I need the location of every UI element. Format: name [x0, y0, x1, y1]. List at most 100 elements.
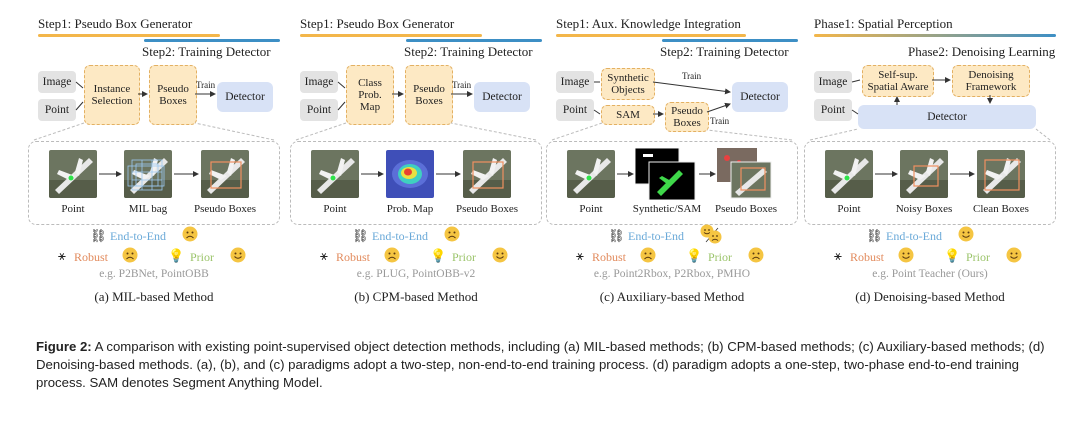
example-methods: e.g. PLUG, PointOBB-v2 — [356, 268, 476, 280]
robust-label: Robust — [592, 250, 627, 264]
input-image: Image — [814, 71, 852, 93]
detector-box: Detector — [858, 105, 1036, 129]
sad-face-icon — [640, 247, 656, 267]
example-methods: e.g. P2BNet, PointOBB — [99, 268, 209, 280]
train-label: Train — [452, 80, 472, 90]
step2-label: Step2: Training Detector — [142, 44, 271, 59]
thumb-pseudo-boxes — [717, 148, 773, 200]
caption-point: Point — [579, 203, 603, 215]
step2-bar — [662, 39, 798, 42]
mixed-face-icon — [700, 224, 722, 248]
step2-label: Step2: Training Detector — [404, 44, 533, 59]
thumb-noisy-boxes — [900, 150, 948, 198]
step1-bar — [38, 34, 220, 37]
sad-face-icon — [444, 226, 460, 246]
thumb-point — [567, 150, 615, 198]
caption-noisy-boxes: Noisy Boxes — [895, 203, 953, 215]
pseudo-boxes-box: Pseudo Boxes — [149, 65, 197, 125]
panel-title: (b) CPM-based Method — [354, 289, 478, 304]
end-to-end-label: End-to-End — [372, 229, 428, 243]
input-image: Image — [38, 71, 76, 93]
train-label: Train — [196, 80, 216, 90]
phase1-bar — [814, 34, 1056, 37]
thumb-prob-map — [386, 150, 434, 198]
caption-pseudo-boxes: Pseudo Boxes — [714, 203, 778, 215]
link-icon: ⛓ — [352, 228, 369, 243]
link-icon: ⛓ — [608, 228, 625, 243]
happy-face-icon — [230, 247, 246, 267]
happy-face-icon — [1006, 247, 1022, 267]
caption-pseudo-boxes: Pseudo Boxes — [455, 203, 519, 215]
flow-arrows — [33, 81, 275, 141]
thumb-pseudo-boxes — [201, 150, 249, 198]
phase1-label: Phase1: Spatial Perception — [814, 16, 953, 31]
end-to-end-label: End-to-End — [110, 229, 166, 243]
thumb-clean-boxes — [977, 150, 1025, 198]
step2-bar — [144, 39, 280, 42]
flow-arrows — [295, 81, 537, 141]
figure-caption: Figure 2: A comparison with existing poi… — [36, 338, 1046, 392]
pseudo-boxes-box: Pseudo Boxes — [405, 65, 453, 125]
robust-label: Robust — [336, 250, 371, 264]
train-label-2: Train — [710, 116, 730, 126]
bulb-icon: 💡 — [168, 248, 185, 263]
input-point: Point — [814, 99, 852, 121]
image-strip: Point Synthetic/SAM Pseudo Boxes — [546, 141, 798, 225]
link-icon: ⛓ — [90, 228, 107, 243]
happy-face-icon — [958, 226, 974, 246]
class-prob-map-box: Class Prob. Map — [346, 65, 394, 125]
bulb-icon: 💡 — [686, 248, 703, 263]
instance-selection-box: Instance Selection — [84, 65, 140, 125]
sad-face-icon — [182, 226, 198, 246]
network-icon: ⚹ — [834, 248, 842, 263]
step2-label: Step2: Training Detector — [660, 44, 789, 59]
input-point: Point — [300, 99, 338, 121]
example-methods: e.g. Point2Rbox, P2Rbox, PMHO — [593, 268, 751, 280]
panel-title: (a) MIL-based Method — [94, 289, 214, 304]
link-icon: ⛓ — [866, 228, 883, 243]
input-point: Point — [38, 99, 76, 121]
end-to-end-label: End-to-End — [886, 229, 942, 243]
thumb-point — [825, 150, 873, 198]
panel-cpm: Step1: Pseudo Box Generator Step2: Train… — [288, 8, 544, 308]
step1-bar — [300, 34, 482, 37]
sad-face-icon — [122, 247, 138, 267]
detector-box: Detector — [217, 82, 273, 112]
input-image: Image — [300, 71, 338, 93]
thumb-pseudo-boxes — [463, 150, 511, 198]
panel-mil: Step1: Pseudo Box Generator Step2: Train… — [26, 8, 282, 308]
caption-mil-bag: MIL bag — [128, 203, 168, 215]
synthetic-objects-box: Synthetic Objects — [601, 68, 655, 100]
happy-face-icon — [898, 247, 914, 267]
prior-label: Prior — [452, 250, 476, 264]
caption-label: Figure 2: — [36, 339, 92, 354]
robust-label: Robust — [74, 250, 109, 264]
panel-auxiliary: Step1: Aux. Knowledge Integration Step2:… — [544, 8, 800, 308]
caption-point: Point — [837, 203, 861, 215]
caption-clean-boxes: Clean Boxes — [973, 203, 1029, 215]
step1-label: Step1: Pseudo Box Generator — [38, 16, 193, 31]
bulb-icon: 💡 — [430, 248, 447, 263]
sam-box: SAM — [601, 105, 655, 125]
input-image: Image — [556, 71, 594, 93]
panel-title: (d) Denoising-based Method — [855, 289, 1005, 304]
flow-arrows — [809, 77, 1051, 141]
image-strip: Point Prob. Map Pseudo Boxes — [290, 141, 542, 225]
prior-label: Prior — [708, 250, 732, 264]
spatial-aware-box: Self-sup. Spatial Aware — [862, 65, 934, 97]
pseudo-boxes-box: Pseudo Boxes — [665, 102, 709, 132]
network-icon: ⚹ — [576, 248, 584, 263]
image-strip: Point Noisy Boxes Clean Boxes — [804, 141, 1056, 225]
robust-label: Robust — [850, 250, 885, 264]
caption-prob-map: Prob. Map — [386, 203, 434, 215]
prior-label: Prior — [190, 250, 214, 264]
panel-denoising: Phase1: Spatial Perception Phase2: Denoi… — [802, 8, 1058, 308]
denoising-framework-box: Denoising Framework — [952, 65, 1030, 97]
caption-pseudo-boxes: Pseudo Boxes — [193, 203, 257, 215]
flow-arrows — [551, 81, 793, 141]
prior-label: Prior — [966, 250, 990, 264]
image-strip: Point MIL bag Pseudo Boxes — [28, 141, 280, 225]
detector-box: Detector — [474, 82, 530, 112]
sad-face-icon — [384, 247, 400, 267]
thumb-point — [49, 150, 97, 198]
